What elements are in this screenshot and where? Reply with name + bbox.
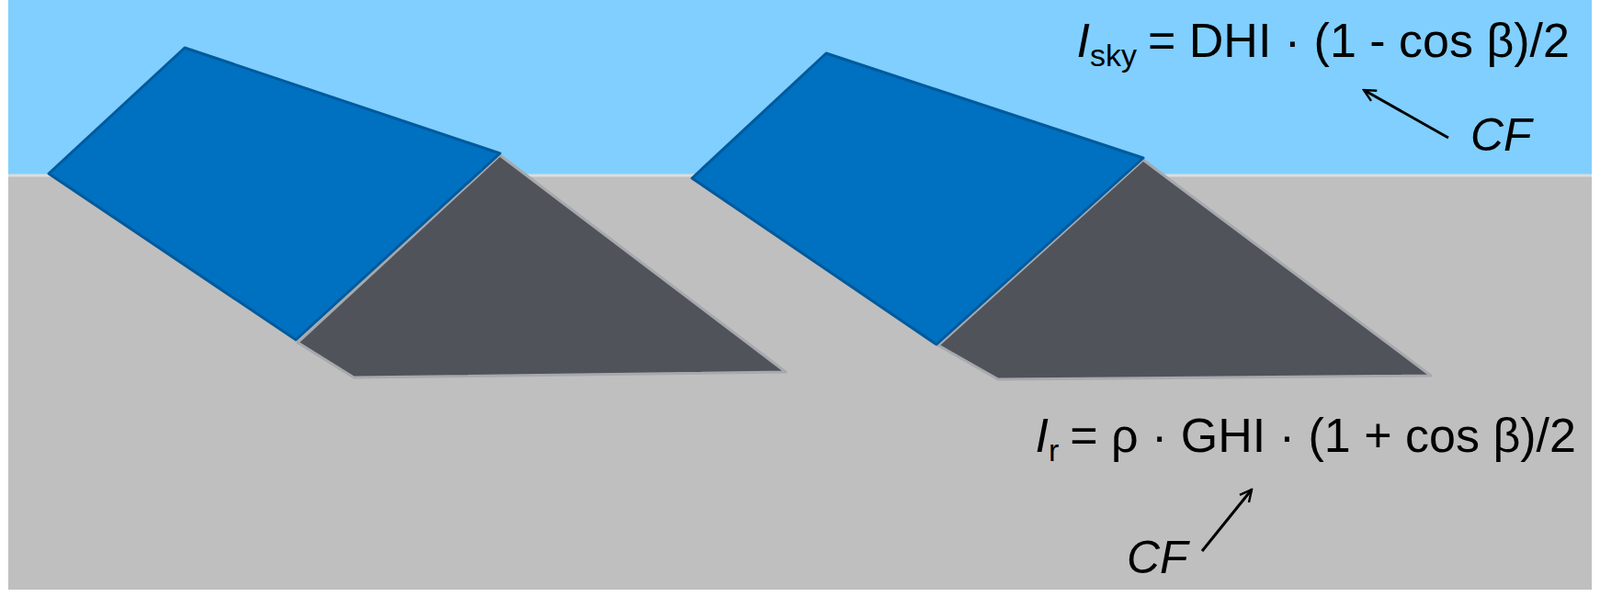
pv-panel — [692, 53, 1144, 345]
formula-text: = DHI · (1 - cos β)/2 — [1147, 13, 1570, 68]
symbol-letter: I — [1077, 13, 1090, 68]
symbol-letter: I — [1034, 408, 1048, 463]
leader-arrow — [1363, 90, 1449, 138]
symbol-subscript: sky — [1089, 37, 1137, 73]
callout-label: CF — [1470, 109, 1532, 161]
callout-label: CF — [1126, 532, 1189, 584]
symbol-subscript: r — [1048, 432, 1059, 468]
pv-panel — [48, 47, 500, 341]
cf-callout: CF — [1126, 531, 1189, 585]
leader-arrow — [1202, 489, 1252, 552]
formula-text: = ρ · GHI · (1 + cos β)/2 — [1069, 408, 1577, 463]
cf-callout: CF — [1470, 108, 1532, 162]
formula-line: Isky = DHI · (1 - cos β)/2 — [1077, 12, 1570, 74]
formula-line: Ir = ρ · GHI · (1 + cos β)/2 — [1034, 408, 1577, 469]
